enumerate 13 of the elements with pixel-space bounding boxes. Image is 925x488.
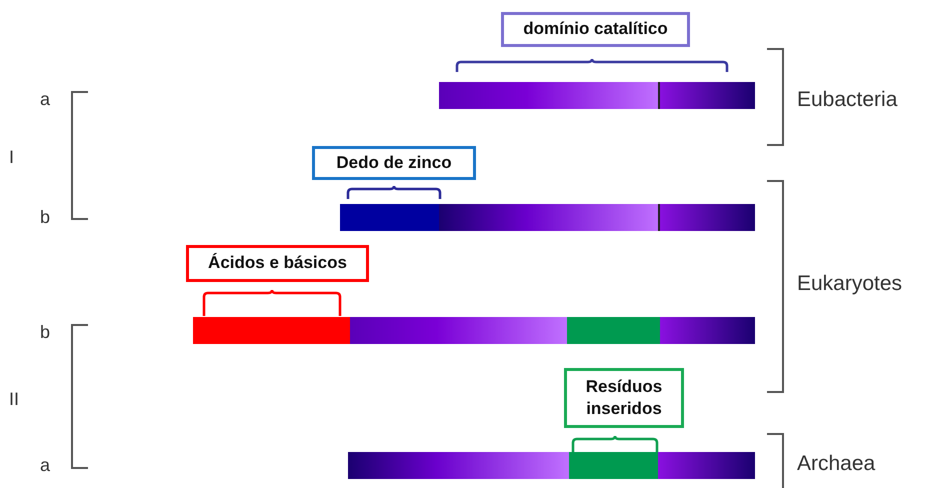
domain-name: Eukaryotes (797, 273, 902, 294)
group-numeral: II (9, 390, 20, 408)
row-letter: b (40, 323, 50, 341)
domain-name: Eubacteria (797, 89, 898, 110)
row-letter: a (40, 456, 50, 474)
row-letter: b (40, 208, 50, 226)
callout-box: Ácidos e básicos (186, 245, 369, 282)
row-letter: a (40, 90, 50, 108)
callout-box: domínio catalítico (501, 12, 690, 47)
callout-box: Dedo de zinco (312, 146, 476, 180)
group-numeral: I (9, 148, 14, 166)
callout-box: Resíduos inseridos (564, 368, 684, 428)
domain-name: Archaea (797, 453, 876, 474)
